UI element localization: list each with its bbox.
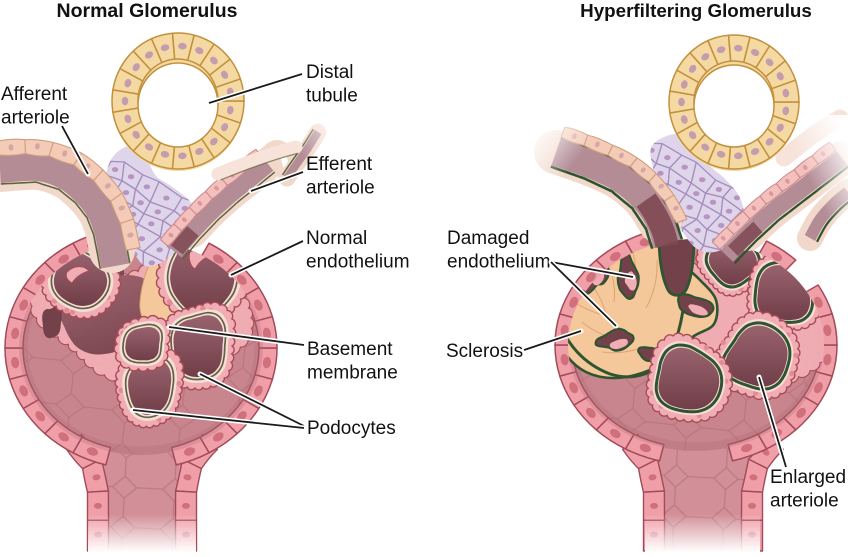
svg-text:Hyperfiltering Glomerulus: Hyperfiltering Glomerulus (580, 0, 812, 21)
svg-text:Sclerosis: Sclerosis (446, 341, 523, 362)
svg-text:Normal Glomerulus: Normal Glomerulus (57, 0, 238, 22)
svg-text:Podocytes: Podocytes (307, 418, 396, 439)
